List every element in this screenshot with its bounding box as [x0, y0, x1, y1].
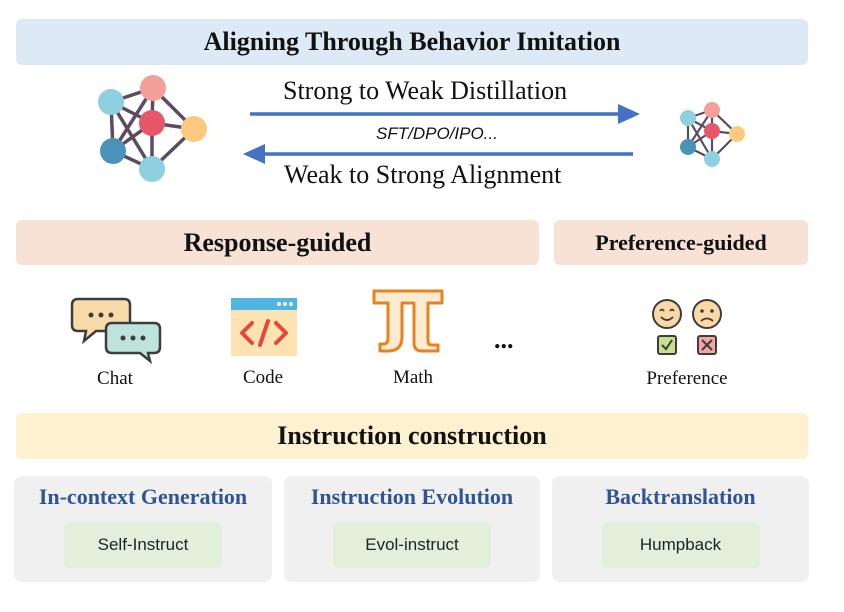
instruction-construction-label: Instruction construction — [277, 421, 547, 450]
code-window-icon — [231, 298, 297, 356]
weak-to-strong-label: Weak to Strong Alignment — [284, 160, 562, 189]
pi-icon — [372, 289, 444, 353]
weak-to-strong-arrow-icon — [243, 144, 633, 164]
method-pill: Self-Instruct — [64, 522, 222, 568]
neural-net-small-icon — [680, 102, 745, 167]
preference-guided-label: Preference-guided — [595, 229, 767, 255]
response-guided-label: Response-guided — [183, 227, 372, 257]
neural-net-large-icon — [98, 75, 207, 182]
preference-faces-icon — [652, 299, 722, 355]
methods-label: SFT/DPO/IPO... — [376, 124, 498, 143]
in-context-generation-card: In-context Generation Self-Instruct — [14, 476, 272, 582]
preference-label: Preference — [646, 368, 728, 389]
page-title: Aligning Through Behavior Imitation — [203, 27, 621, 56]
card-title: Backtranslation — [605, 484, 756, 509]
chat-bubbles-icon — [70, 297, 162, 365]
chat-label: Chat — [97, 368, 133, 389]
code-label: Code — [242, 367, 284, 388]
response-guided-banner: Response-guided — [16, 220, 539, 265]
title-banner: Aligning Through Behavior Imitation — [16, 19, 808, 65]
strong-to-weak-arrow-icon — [250, 104, 640, 124]
method-pill: Evol-instruct — [333, 522, 491, 568]
more-categories-ellipsis: ... — [494, 325, 514, 354]
method-pill: Humpback — [601, 522, 760, 568]
backtranslation-card: Backtranslation Humpback — [552, 476, 809, 582]
math-label: Math — [392, 367, 434, 388]
preference-guided-banner: Preference-guided — [554, 220, 808, 265]
instruction-construction-banner: Instruction construction — [16, 413, 808, 459]
instruction-evolution-card: Instruction Evolution Evol-instruct — [284, 476, 540, 582]
card-title: Instruction Evolution — [310, 484, 514, 509]
strong-to-weak-label: Strong to Weak Distillation — [283, 76, 568, 105]
card-title: In-context Generation — [38, 484, 248, 509]
